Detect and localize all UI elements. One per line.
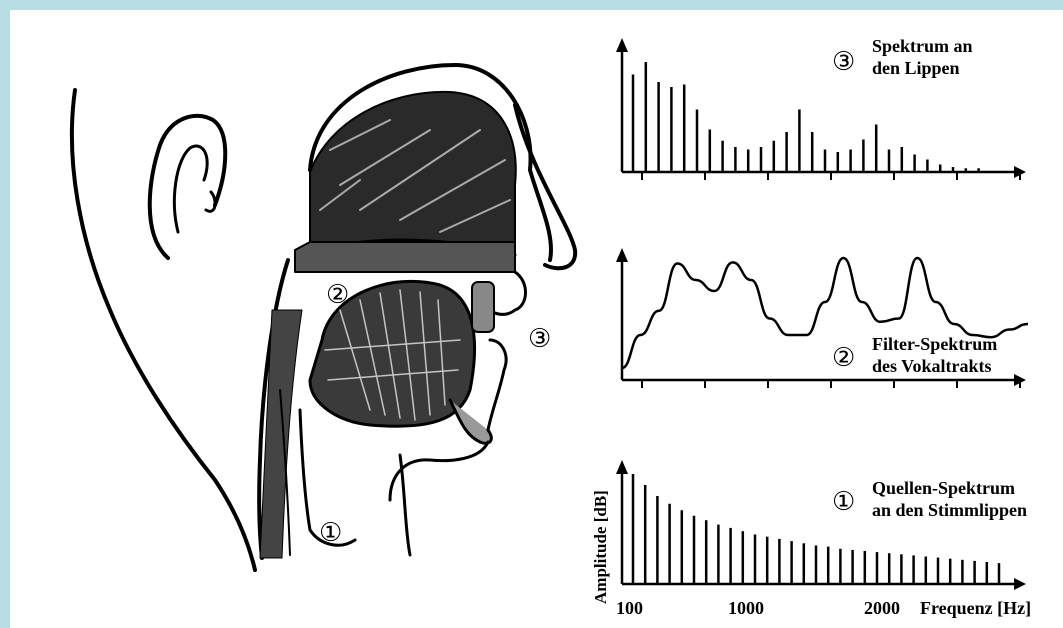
head-marker-lips: ③	[528, 324, 551, 354]
middle-marker: ②	[832, 343, 855, 373]
source-x-tick-100: 100	[616, 598, 643, 618]
nose-outline	[515, 105, 575, 268]
middle-label-line1: Filter-Spektrum	[872, 334, 997, 354]
source-x-tick-2000: 2000	[864, 598, 900, 618]
upper-teeth	[472, 282, 494, 332]
source-x-label: Frequenz [Hz]	[920, 598, 1031, 618]
top-label-line2: den Lippen	[872, 58, 960, 78]
ear	[150, 116, 226, 258]
filter-spectrum-chart: ② Filter-Spektrum des Vokaltrakts	[616, 248, 1028, 388]
lower-jaw	[450, 400, 491, 443]
throat-outline	[400, 455, 410, 555]
bottom-label-line2: an den Stimmlippen	[872, 500, 1027, 520]
filter-y-arrow	[616, 248, 628, 262]
middle-label-line2: des Vokaltrakts	[872, 356, 992, 376]
vocal-tract-figure: ② ③ ① ③ Spektrum an den Lippen ② Filter-…	[10, 10, 1063, 628]
source-y-label: Amplitude [dB]	[591, 490, 610, 604]
top-label-line1: Spektrum an	[872, 36, 973, 56]
source-x-tick-1000: 1000	[728, 598, 764, 618]
bottom-marker: ①	[832, 487, 855, 517]
source-x-arrow	[1014, 578, 1026, 590]
neck-outline	[72, 90, 255, 570]
head-illustration	[72, 65, 575, 570]
lips-y-arrow	[616, 38, 628, 52]
head-marker-source: ①	[319, 518, 342, 548]
source-spectrum-chart: Amplitude [dB] 100 1000 2000 Frequenz [H…	[591, 460, 1031, 618]
head-shading	[310, 92, 516, 242]
figure-sheet: ② ③ ① ③ Spektrum an den Lippen ② Filter-…	[10, 10, 1063, 628]
source-y-arrow	[616, 460, 628, 474]
top-marker: ③	[832, 47, 855, 77]
lips-bars	[633, 62, 979, 172]
lower-lip	[488, 340, 506, 430]
head-marker-filter: ②	[326, 280, 349, 310]
lips-spectrum-chart: ③ Spektrum an den Lippen	[616, 36, 1026, 180]
bottom-label-line1: Quellen-Spektrum	[872, 478, 1015, 498]
